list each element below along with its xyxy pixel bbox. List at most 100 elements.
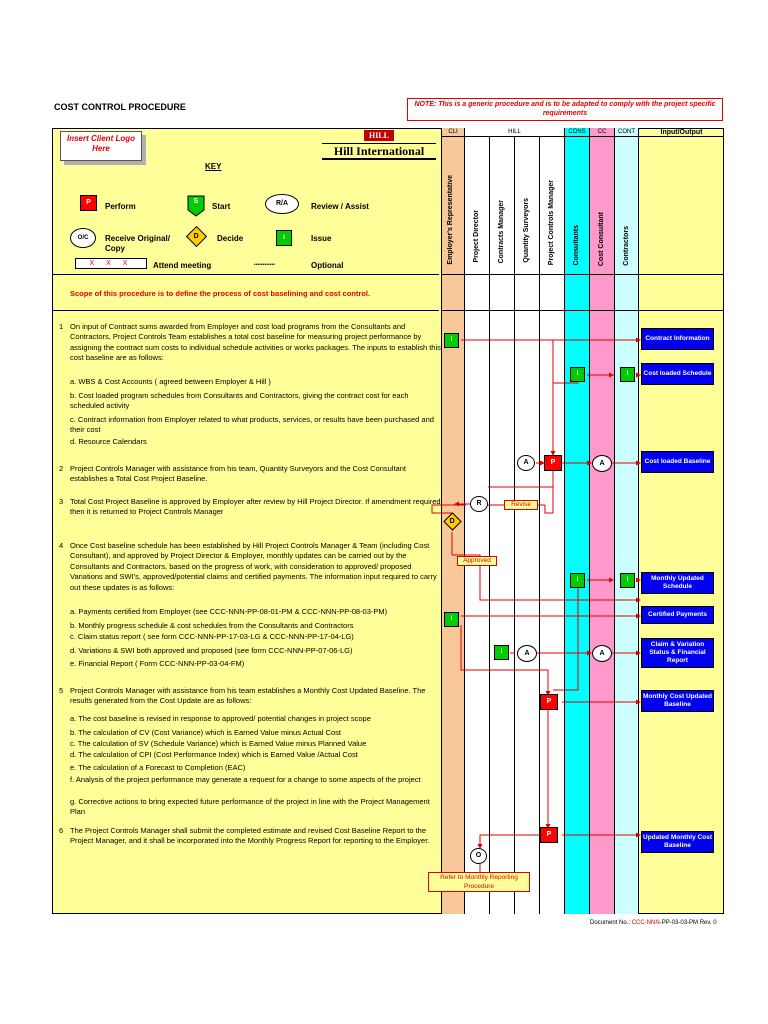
col-pcm: Project Controls Manager: [548, 180, 555, 266]
lane-pcm: [540, 128, 565, 914]
col-contractors: Contractors: [623, 226, 630, 266]
col-cost-consultant: Cost Consultant: [598, 212, 605, 267]
scope-statement: Scope of this procedure is to define the…: [70, 289, 371, 298]
output-monthly-cost-baseline: Monthly Cost Updated Baseline: [641, 690, 714, 712]
hill-name: Hill International: [322, 143, 436, 160]
doc-rest: PP-03-03-PM Rev. 0: [661, 920, 717, 926]
step-number: 5: [59, 686, 64, 695]
step-5g: g. Corrective actions to bring expected …: [70, 797, 444, 818]
key-decide-letter: D: [193, 232, 199, 240]
group-cont: CONT: [615, 128, 639, 137]
key-bottom-line: [52, 274, 439, 275]
node-qs-assist-1: A: [517, 455, 535, 471]
step-text: f. Analysis of the project performance m…: [70, 775, 421, 784]
page-title: COST CONTROL PROCEDURE: [54, 102, 186, 112]
key-receive-symbol: O/C: [70, 228, 96, 248]
lane-consultants: [565, 128, 590, 914]
node-consultants-issue-2: I: [570, 573, 585, 588]
step-4b: b. Monthly progress schedule & cost sche…: [70, 621, 444, 631]
decide-letter: D: [449, 517, 455, 525]
step-text: Project Controls Manager with assistance…: [70, 464, 406, 484]
step-1d: d. Resource Calendars: [70, 437, 444, 447]
node-pcm-perform-1: P: [544, 455, 562, 471]
step-2: 2 Project Controls Manager with assistanc…: [59, 464, 444, 485]
step-text: b. Monthly progress schedule & cost sche…: [70, 621, 354, 630]
lane-director: [465, 128, 490, 914]
step-text: d. The calculation of CPI (Cost Performa…: [70, 750, 358, 759]
node-pcm-perform-2: P: [540, 694, 558, 710]
scope-bottom-line: [52, 310, 439, 311]
output-claim-variation: Claim & Variation Status & Financial Rep…: [641, 638, 714, 668]
step-text: d. Resource Calendars: [70, 437, 147, 446]
step-5c: c. The calculation of SV (Schedule Varia…: [70, 739, 444, 749]
col-consultants: Consultants: [573, 225, 580, 266]
hill-logo: HILL Hill International: [322, 130, 436, 166]
key-decide-label: Decide: [217, 234, 244, 243]
step-number: 6: [59, 826, 64, 835]
doc-prefix: Document No.:: [590, 920, 632, 926]
step-text: Once Cost baseline schedule has been est…: [70, 541, 437, 592]
step-5f: f. Analysis of the project performance m…: [70, 775, 444, 785]
key-receive-label: Receive Original/ Copy: [105, 234, 170, 253]
step-5d: d. The calculation of CPI (Cost Performa…: [70, 750, 444, 760]
node-director-receive: O: [470, 848, 487, 864]
node-contractors-issue-2: I: [620, 573, 635, 588]
node-employer-issue-1: I: [444, 333, 459, 348]
col-director: Project Director: [473, 210, 480, 263]
output-cost-loaded-schedule: Cost loaded Schedule: [641, 363, 714, 385]
label-revise: Revise: [504, 500, 538, 510]
key-optional-label: Optional: [311, 261, 344, 270]
step-number: 1: [59, 322, 64, 331]
output-contract-info: Contract Information: [641, 328, 714, 350]
key-perform-label: Perform: [105, 202, 136, 211]
step-text: a. The cost baseline is revised in respo…: [70, 714, 371, 723]
step-1c: c. Contract information from Employer re…: [70, 415, 444, 436]
key-perform-symbol: P: [80, 195, 97, 211]
lanes-header-line: [441, 274, 724, 275]
step-text: b. Cost loaded program schedules from Co…: [70, 391, 409, 411]
step-text: c. Contract information from Employer re…: [70, 415, 434, 435]
col-contracts: Contracts Manager: [498, 200, 505, 264]
client-logo-placeholder: Insert Client Logo Here: [60, 131, 142, 161]
step-text: a. WBS & Cost Accounts ( agreed between …: [70, 377, 271, 386]
group-hill: HILL: [465, 128, 565, 137]
output-updated-monthly-baseline: Updated Monthly Cost Baseline: [641, 831, 714, 853]
step-1a: a. WBS & Cost Accounts ( agreed between …: [70, 377, 444, 387]
step-text: e. Financial Report ( Form CCC-NNN-PP-03…: [70, 659, 245, 668]
group-cons: CONS: [565, 128, 590, 137]
key-start-symbol: S: [187, 195, 205, 217]
step-4c: c. Claim status report ( see form CCC-NN…: [70, 632, 444, 642]
step-5e: e. The calculation of a Forecast to Comp…: [70, 763, 444, 773]
node-pcm-perform-3: P: [540, 827, 558, 843]
node-cc-assist-2: A: [592, 645, 612, 662]
output-monthly-updated-schedule: Monthly Updated Schedule: [641, 572, 714, 594]
node-consultants-issue-1: I: [570, 367, 585, 382]
step-number: 2: [59, 464, 64, 473]
key-review-symbol: R/A: [265, 194, 299, 214]
key-start-letter: S: [193, 198, 199, 205]
step-text: g. Corrective actions to bring expected …: [70, 797, 430, 817]
label-approved: Approved: [457, 556, 497, 566]
doc-code: CCC-NNN-: [631, 920, 662, 926]
node-qs-assist-2: A: [517, 645, 537, 662]
node-employer-issue-2: I: [444, 612, 459, 627]
output-certified-payments: Certified Payments: [641, 606, 714, 624]
hill-mark: HILL: [364, 130, 394, 141]
node-contracts-issue: I: [494, 645, 509, 660]
key-review-label: Review / Assist: [311, 202, 369, 211]
step-text: On input of Contract sums awarded from E…: [70, 322, 441, 363]
group-cc: CC: [590, 128, 615, 137]
step-text: Total Cost Project Baseline is approved …: [70, 497, 441, 517]
key-issue-label: Issue: [311, 234, 332, 243]
start-shape-icon: [187, 195, 205, 217]
col-qs: Quantity Surveyors: [523, 198, 530, 263]
step-1: 1 On input of Contract sums awarded from …: [59, 322, 444, 364]
key-issue-symbol: I: [276, 230, 292, 246]
step-text: a. Payments certified from Employer (see…: [70, 607, 388, 616]
step-5a: a. The cost baseline is revised in respo…: [70, 714, 444, 724]
step-4a: a. Payments certified from Employer (see…: [70, 607, 444, 617]
output-cost-loaded-baseline: Cost loaded Baseline: [641, 451, 714, 473]
